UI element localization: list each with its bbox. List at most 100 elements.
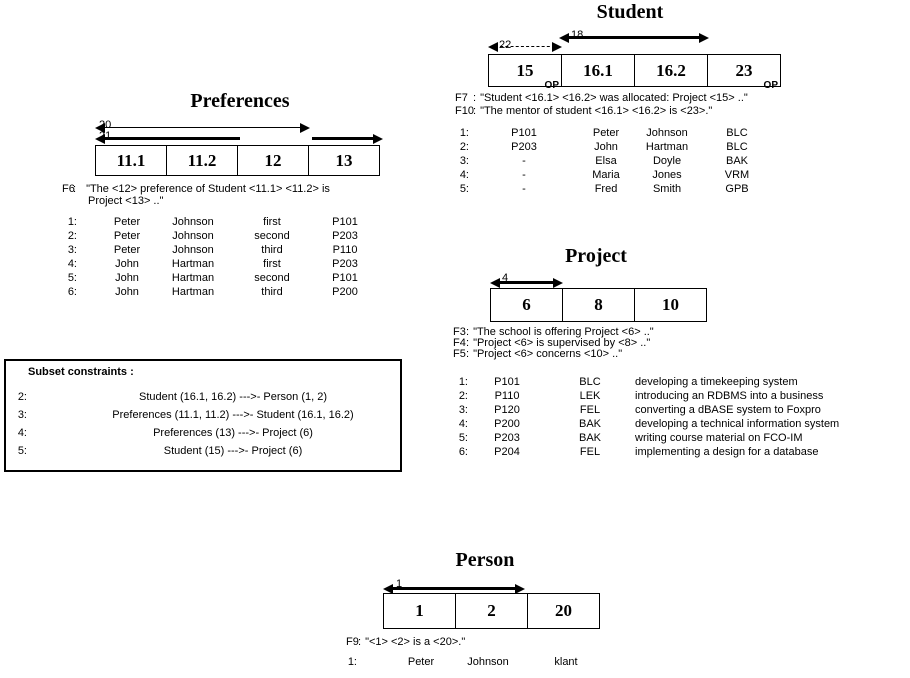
row-cell: Peter: [407, 656, 435, 668]
row-cell: BLC: [726, 127, 748, 139]
role-number: 13: [335, 150, 353, 170]
row-cell: P203: [511, 141, 537, 153]
fact-label: F9: [346, 636, 359, 648]
preferences-title: Preferences: [190, 90, 290, 112]
fact-label: F10: [455, 105, 474, 117]
row-cell: third: [261, 286, 283, 298]
row-cell: -: [522, 169, 526, 181]
role-number: 23: [735, 60, 753, 80]
person-uniqueness-1-label: 1: [396, 578, 403, 590]
fact-label: F5: [453, 348, 466, 360]
fact-label: F6: [62, 183, 75, 195]
arrowhead-left-icon: [490, 278, 500, 288]
row-number: 1:: [347, 656, 357, 668]
row-cell: P203: [494, 432, 520, 444]
arrowhead-left-icon: [383, 584, 393, 594]
project-title: Project: [565, 245, 627, 267]
project-fact-f4: F4:"Project <6> is supervised by <8> ..": [453, 337, 650, 349]
arrowhead-right-icon: [515, 584, 525, 594]
row-number: 4:: [458, 418, 468, 430]
role-number: 15: [516, 60, 534, 80]
table-row: 1: Peter Johnson first P101: [0, 216, 910, 230]
table-row: 5: John Hartman second P101: [0, 272, 910, 286]
row-cell: second: [254, 272, 290, 284]
row-cell: Johnson: [172, 244, 214, 256]
student-role-16-1: 16.1: [561, 55, 634, 86]
student-fact-f7: F7:"Student <16.1> <16.2> was allocated:…: [455, 92, 748, 104]
project-population-rows: 1: P101 BLC developing a timekeeping sys…: [0, 376, 910, 460]
constraint-line: [495, 46, 555, 47]
row-cell: writing course material on FCO-IM: [635, 432, 803, 444]
role-number: 11.2: [187, 150, 217, 170]
row-cell: GPB: [725, 183, 749, 195]
student-uniqueness-22-label: 22: [499, 39, 512, 51]
constraint-text: Student (16.1, 16.2) --->- Person (1, 2): [138, 391, 328, 403]
student-role-23: 23 OP: [707, 55, 780, 91]
person-role-2: 2: [455, 594, 527, 628]
row-cell: P120: [494, 404, 520, 416]
table-row: 6: P204 FEL implementing a design for a …: [0, 446, 910, 460]
student-title: Student: [596, 1, 664, 23]
table-row: 2: Peter Johnson second P203: [0, 230, 910, 244]
subset-constraint-row: 4: Preferences (13) --->- Project (6): [0, 427, 910, 445]
row-cell: first: [263, 216, 281, 228]
constraint-number: 5:: [17, 445, 27, 457]
project-role-8: 8: [562, 289, 634, 321]
row-cell: P200: [332, 286, 358, 298]
project-uniqueness-4-label: 4: [502, 272, 509, 284]
student-population-rows: 1: P101 Peter Johnson BLC 2: P203 John H…: [0, 127, 910, 197]
table-row: 4: John Hartman first P203: [0, 258, 910, 272]
student-uniqueness-22-arrow: [488, 42, 562, 52]
fact-colon: :: [466, 337, 470, 349]
row-cell: BAK: [725, 155, 749, 167]
fact-text: "The <12> preference of Student <11.1> <…: [86, 183, 330, 195]
row-cell: developing a timekeeping system: [635, 376, 798, 388]
table-row: 1: P101 Peter Johnson BLC: [0, 127, 910, 141]
row-number: 3:: [458, 404, 468, 416]
row-number: 5:: [67, 272, 77, 284]
row-cell: developing a technical information syste…: [635, 418, 840, 430]
fact-colon: :: [473, 105, 477, 117]
preferences-uniqueness-20-label: 20: [99, 119, 112, 131]
arrowhead-right-icon: [300, 123, 310, 133]
row-cell: Maria: [592, 169, 620, 181]
row-number: 2:: [67, 230, 77, 242]
role-number: 6: [522, 295, 531, 314]
constraint-number: 4:: [17, 427, 27, 439]
row-number: 6:: [458, 446, 468, 458]
row-cell: Fred: [594, 183, 618, 195]
row-cell: -: [522, 155, 526, 167]
row-cell: P110: [332, 244, 358, 256]
preferences-role-12: 12: [237, 146, 308, 175]
row-number: 4:: [67, 258, 77, 270]
row-cell: Peter: [113, 230, 141, 242]
row-cell: John: [115, 272, 139, 284]
row-cell: Johnson: [172, 230, 214, 242]
row-cell: Doyle: [652, 155, 682, 167]
row-cell: FEL: [579, 446, 601, 458]
row-cell: BAK: [578, 432, 602, 444]
role-number: 11.1: [116, 150, 146, 170]
row-number: 2:: [459, 141, 469, 153]
table-row: 5: P203 BAK writing course material on F…: [0, 432, 910, 446]
table-row: 2: P203 John Hartman BLC: [0, 141, 910, 155]
table-row: 1: P101 BLC developing a timekeeping sys…: [0, 376, 910, 390]
row-cell: BLC: [726, 141, 748, 153]
row-cell: VRM: [724, 169, 750, 181]
row-number: 3:: [459, 155, 469, 167]
table-row: 3: Peter Johnson third P110: [0, 244, 910, 258]
row-cell: Johnson: [172, 216, 214, 228]
row-cell: Hartman: [645, 141, 689, 153]
preferences-uniqueness-21-arrow-left-segment: [95, 134, 240, 144]
arrowhead-left-icon: [95, 134, 105, 144]
preferences-role-11-1: 11.1: [96, 146, 166, 175]
constraint-line: [566, 36, 702, 39]
person-fact-f9: F9:"<1> <2> is a <20>.": [346, 636, 465, 648]
constraint-number: 2:: [17, 391, 27, 403]
row-cell: John: [594, 141, 618, 153]
constraint-line: [390, 587, 518, 590]
arrowhead-right-icon: [552, 42, 562, 52]
preferences-fact-f6: F6:"The <12> preference of Student <11.1…: [62, 183, 330, 195]
student-role-16-2: 16.2: [634, 55, 707, 86]
preferences-fact-f6-line2: Project <13> ..": [88, 195, 164, 207]
